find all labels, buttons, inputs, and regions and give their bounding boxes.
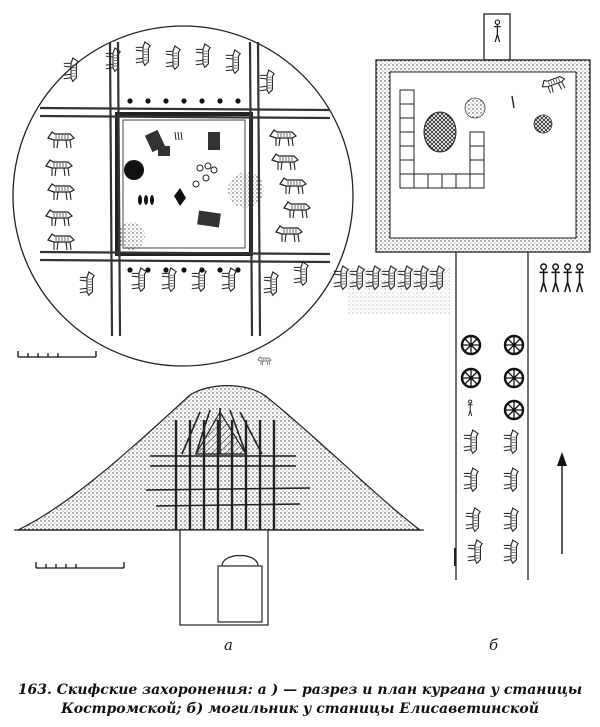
kurgan-plan <box>12 25 354 367</box>
human-skeleton-icon <box>467 399 474 417</box>
horse-skeleton-icon <box>463 429 519 564</box>
section-label-b: б <box>489 636 499 654</box>
horse-skeleton-icon <box>257 356 272 366</box>
section-label-a: а <box>224 636 233 654</box>
scale-bar <box>35 562 125 569</box>
caption-line-1: 163. Скифские захоронения: а ) — разрез … <box>17 682 583 698</box>
human-skeleton-icon <box>538 263 585 293</box>
wheel-icon <box>460 334 525 421</box>
scale-bar <box>17 351 97 358</box>
north-arrow-icon <box>557 452 567 554</box>
kurgan-section <box>14 385 424 626</box>
burial-ground-plan <box>333 13 591 580</box>
caption-line-2: Костромской; б) могильник у станицы Елис… <box>61 701 539 717</box>
figure-caption: 163. Скифские захоронения: а ) — разрез … <box>0 681 600 719</box>
